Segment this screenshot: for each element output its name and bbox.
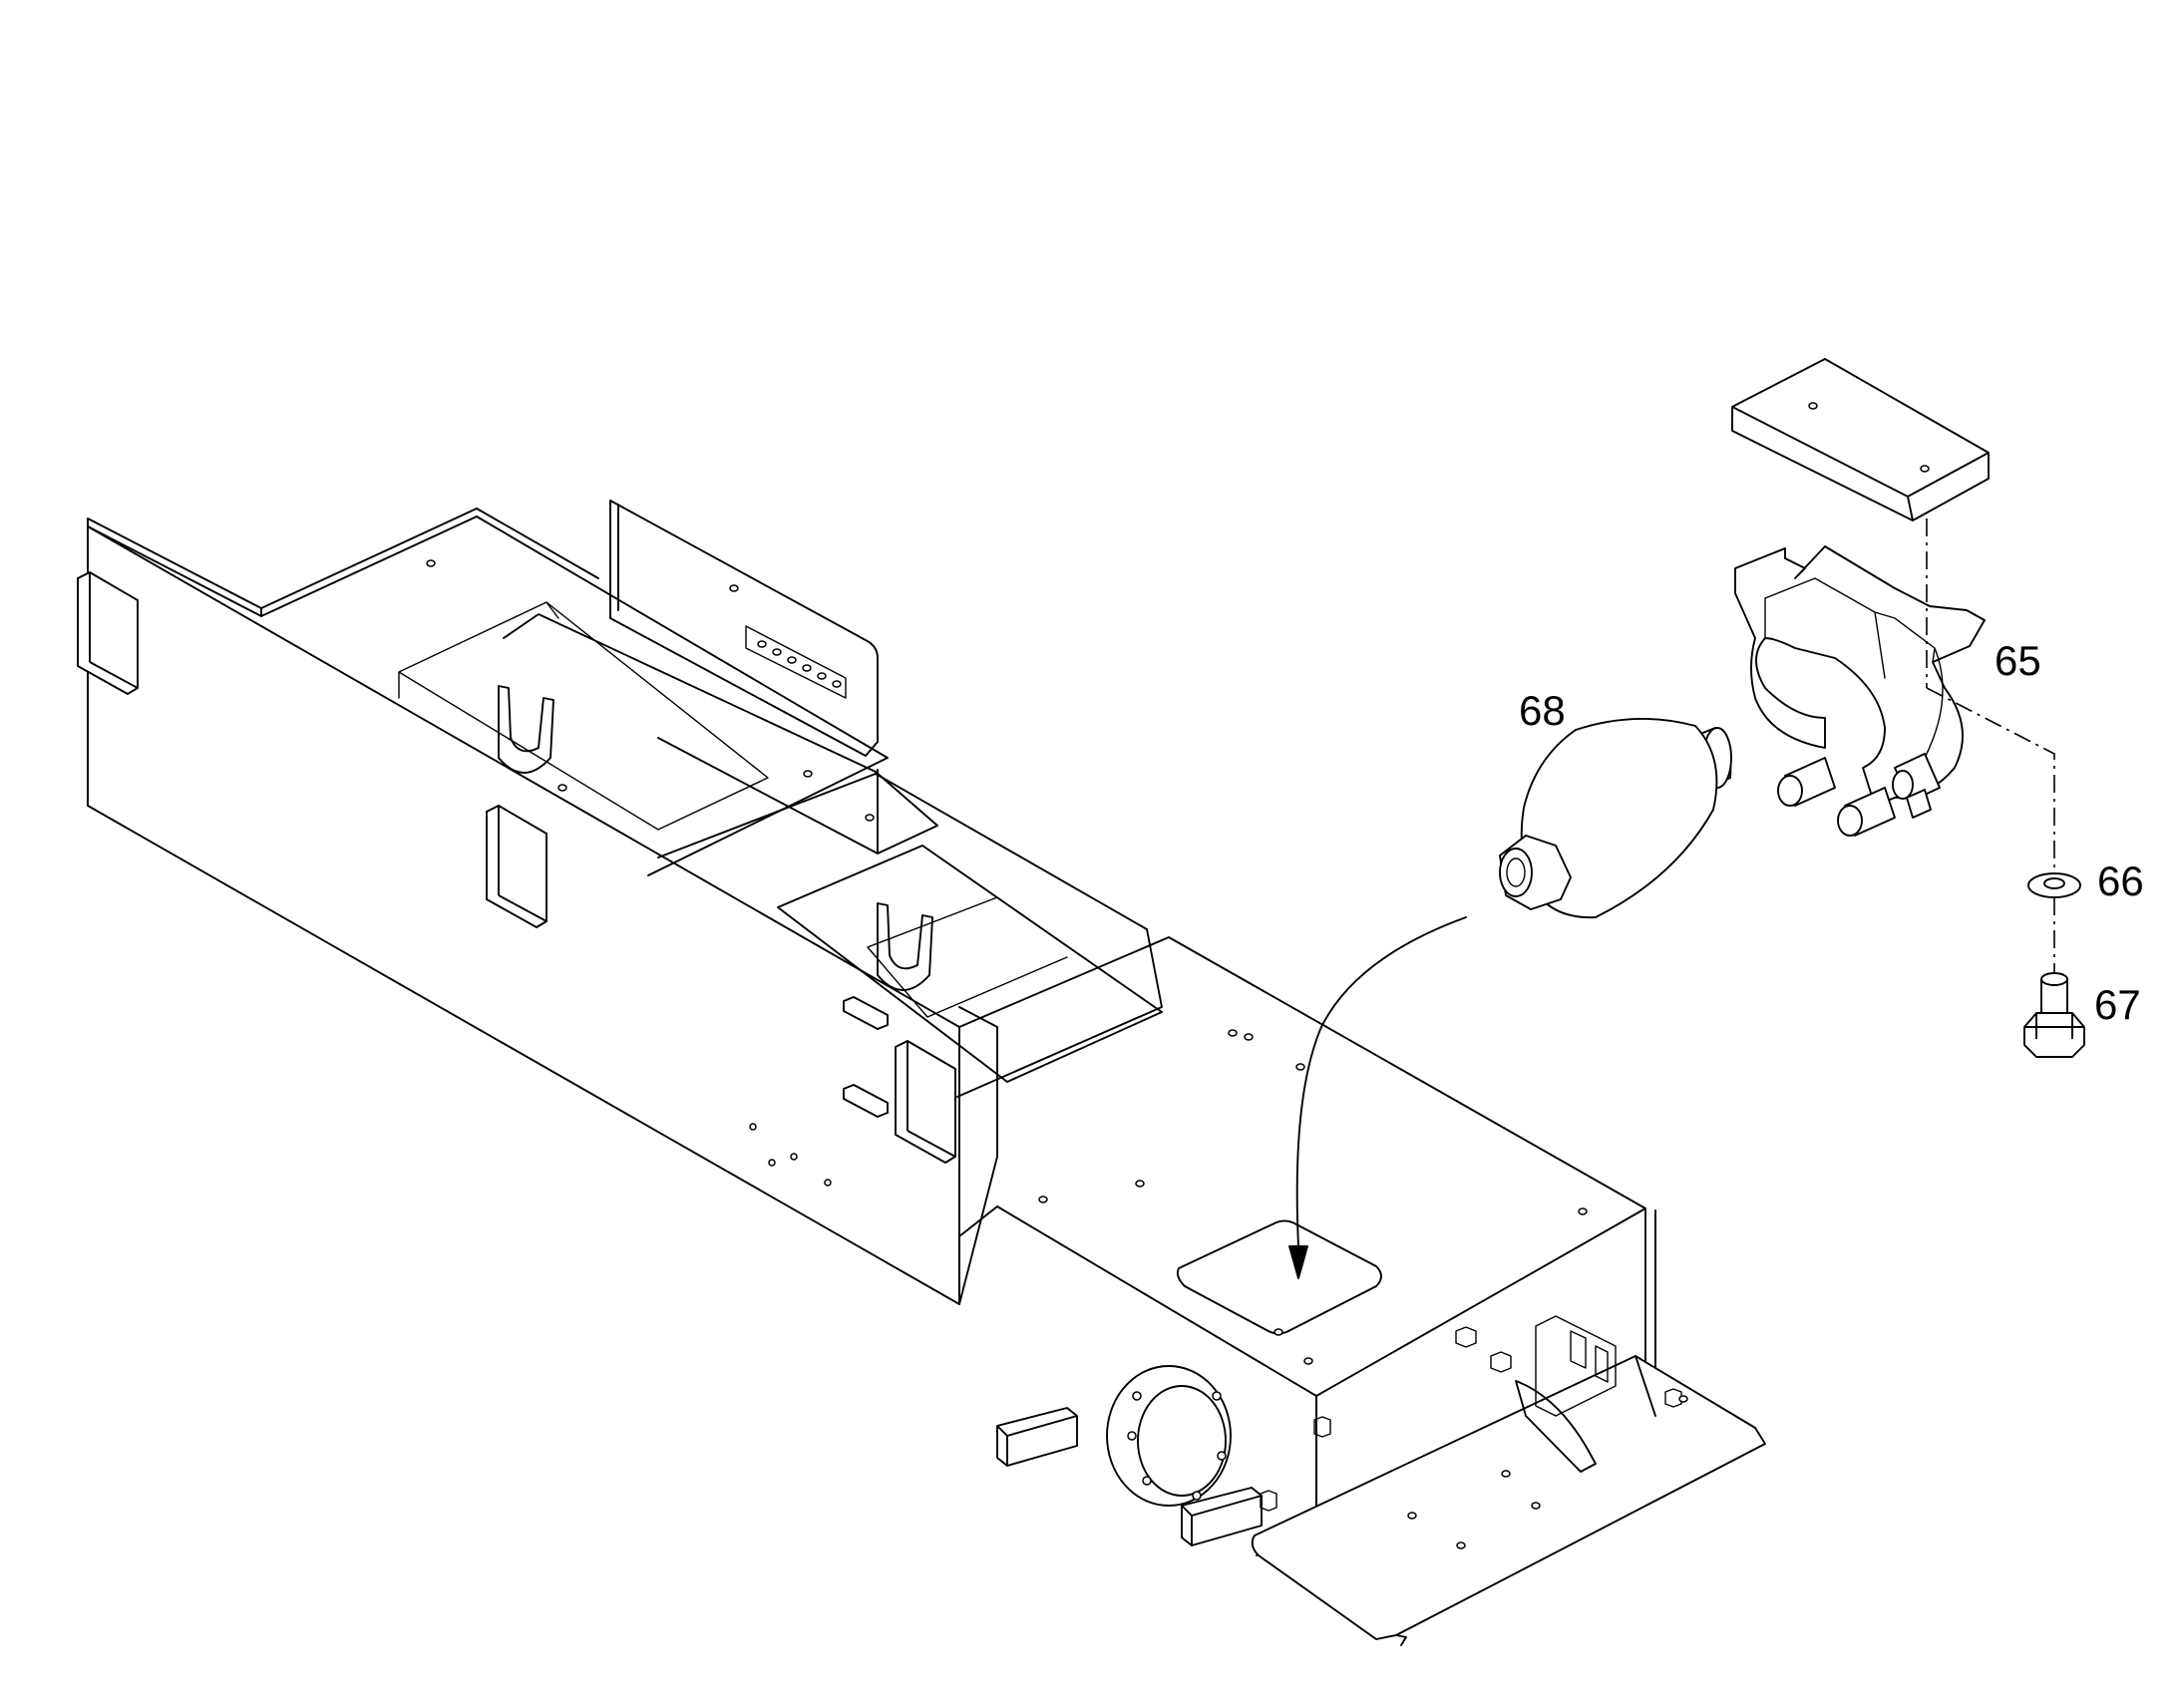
hook-bracket-right	[877, 902, 933, 991]
clamp-bracket	[1734, 545, 1986, 807]
accumulator-body	[1520, 717, 1718, 919]
clamp-inner	[1764, 577, 1944, 759]
bolt-67	[2023, 972, 2085, 1058]
clamp-assembly-65	[1731, 358, 1990, 837]
accumulator-68	[1499, 717, 1732, 919]
centerline-clamp-to-bolt	[1926, 687, 2055, 973]
install-arrowhead	[1288, 1245, 1308, 1279]
lower-deck	[657, 773, 1163, 1098]
hook-bracket-left	[498, 685, 554, 774]
platform-brace	[1395, 1355, 1656, 1646]
install-arrow-path	[1295, 916, 1467, 1247]
callout-66: 66	[2097, 857, 2144, 904]
mounting-holes	[426, 559, 1688, 1549]
connector-bracket	[1535, 1315, 1617, 1417]
small-block-2	[843, 1084, 889, 1118]
gusset	[1515, 1380, 1597, 1473]
front-panel	[958, 1006, 998, 1305]
rubber-pad	[1731, 358, 1990, 521]
washer-66	[2027, 872, 2081, 898]
round-flange	[1106, 1365, 1232, 1507]
side-pad-mid	[486, 805, 547, 928]
clamp-stud	[1906, 789, 1932, 819]
side-pad-front	[895, 1040, 956, 1164]
rubber-block-left	[996, 1407, 1078, 1467]
upper-deck-opening	[398, 601, 769, 831]
studs	[1260, 1326, 1682, 1512]
bracket-holes	[757, 640, 842, 688]
bolt-head	[2023, 1012, 2085, 1058]
small-block-1	[843, 996, 889, 1030]
mid-deck	[503, 613, 938, 854]
chassis-frame	[77, 500, 1766, 1646]
callout-65: 65	[1995, 637, 2041, 684]
side-pad-rear	[77, 571, 139, 695]
upper-deck	[260, 508, 889, 876]
assembly-lines	[1288, 518, 2055, 1279]
top-opening	[1176, 1219, 1382, 1335]
callout-68: 68	[1519, 687, 1566, 734]
rubber-block-right	[1181, 1487, 1263, 1546]
callout-67: 67	[2094, 981, 2141, 1028]
foot-platform	[1251, 1355, 1766, 1640]
slotted-bracket	[745, 625, 847, 699]
rear-plate	[609, 500, 879, 757]
